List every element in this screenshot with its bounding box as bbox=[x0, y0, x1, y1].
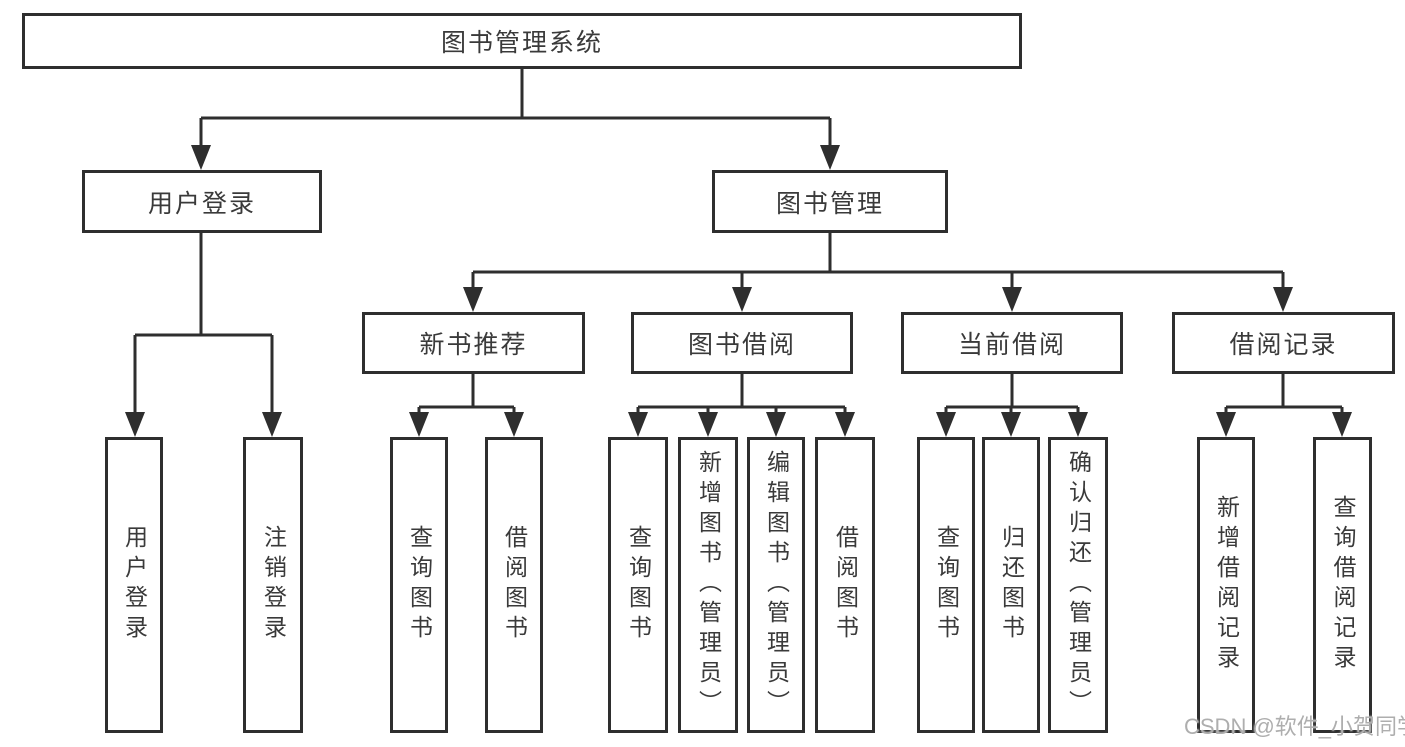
leaf-borrow-books-borrowing: 借阅图书 bbox=[815, 437, 875, 733]
node-label: 查询图书 bbox=[625, 525, 652, 645]
csdn-watermark: CSDN @软件_小贺同学 bbox=[1184, 714, 1405, 739]
node-label: 查询借阅记录 bbox=[1330, 495, 1356, 675]
node-label: 图书借阅 bbox=[687, 331, 796, 359]
node-label: 借阅记录 bbox=[1229, 331, 1338, 359]
leaf-query-books-current: 查询图书 bbox=[917, 437, 975, 733]
leaf-query-books-borrowing: 查询图书 bbox=[608, 437, 668, 733]
node-label: 归还图书 bbox=[998, 525, 1025, 645]
leaf-user-login: 用户登录 bbox=[105, 437, 163, 733]
leaf-logout-login: 注销登录 bbox=[243, 437, 303, 733]
leaf-add-books-admin: 新增图书（管理员） bbox=[678, 437, 738, 733]
leaf-confirm-return-admin: 确认归还（管理员） bbox=[1048, 437, 1108, 733]
node-label: 借阅图书 bbox=[832, 525, 859, 645]
node-label: 新增图书（管理员） bbox=[695, 450, 722, 720]
node-label: 查询图书 bbox=[933, 525, 960, 645]
node-label: 当前借阅 bbox=[957, 331, 1066, 359]
node-book-borrowing: 图书借阅 bbox=[631, 312, 853, 374]
node-user-login: 用户登录 bbox=[82, 170, 322, 233]
node-book-management: 图书管理 bbox=[712, 170, 948, 233]
node-borrowing-records: 借阅记录 bbox=[1172, 312, 1395, 374]
leaf-return-books: 归还图书 bbox=[982, 437, 1040, 733]
leaf-query-borrow-record: 查询借阅记录 bbox=[1313, 437, 1372, 733]
node-new-book-recommend: 新书推荐 bbox=[362, 312, 585, 374]
node-library-management-system: 图书管理系统 bbox=[22, 13, 1022, 69]
node-label: 用户登录 bbox=[147, 189, 256, 218]
node-label: 新增借阅记录 bbox=[1213, 495, 1240, 675]
node-label: 图书管理系统 bbox=[440, 29, 603, 57]
leaf-add-borrow-record: 新增借阅记录 bbox=[1197, 437, 1255, 733]
node-current-borrowing: 当前借阅 bbox=[901, 312, 1123, 374]
node-label: 确认归还（管理员） bbox=[1065, 450, 1092, 720]
node-label: 查询图书 bbox=[406, 525, 433, 645]
node-label: 用户登录 bbox=[121, 525, 148, 645]
node-label: 新书推荐 bbox=[419, 331, 528, 359]
leaf-query-books-recommend: 查询图书 bbox=[390, 437, 448, 733]
node-label: 注销登录 bbox=[260, 525, 287, 645]
leaf-borrow-books-recommend: 借阅图书 bbox=[485, 437, 543, 733]
node-label: 编辑图书（管理员） bbox=[763, 450, 790, 720]
leaf-edit-books-admin: 编辑图书（管理员） bbox=[747, 437, 805, 733]
node-label: 图书管理 bbox=[775, 189, 884, 218]
node-label: 借阅图书 bbox=[501, 525, 528, 645]
